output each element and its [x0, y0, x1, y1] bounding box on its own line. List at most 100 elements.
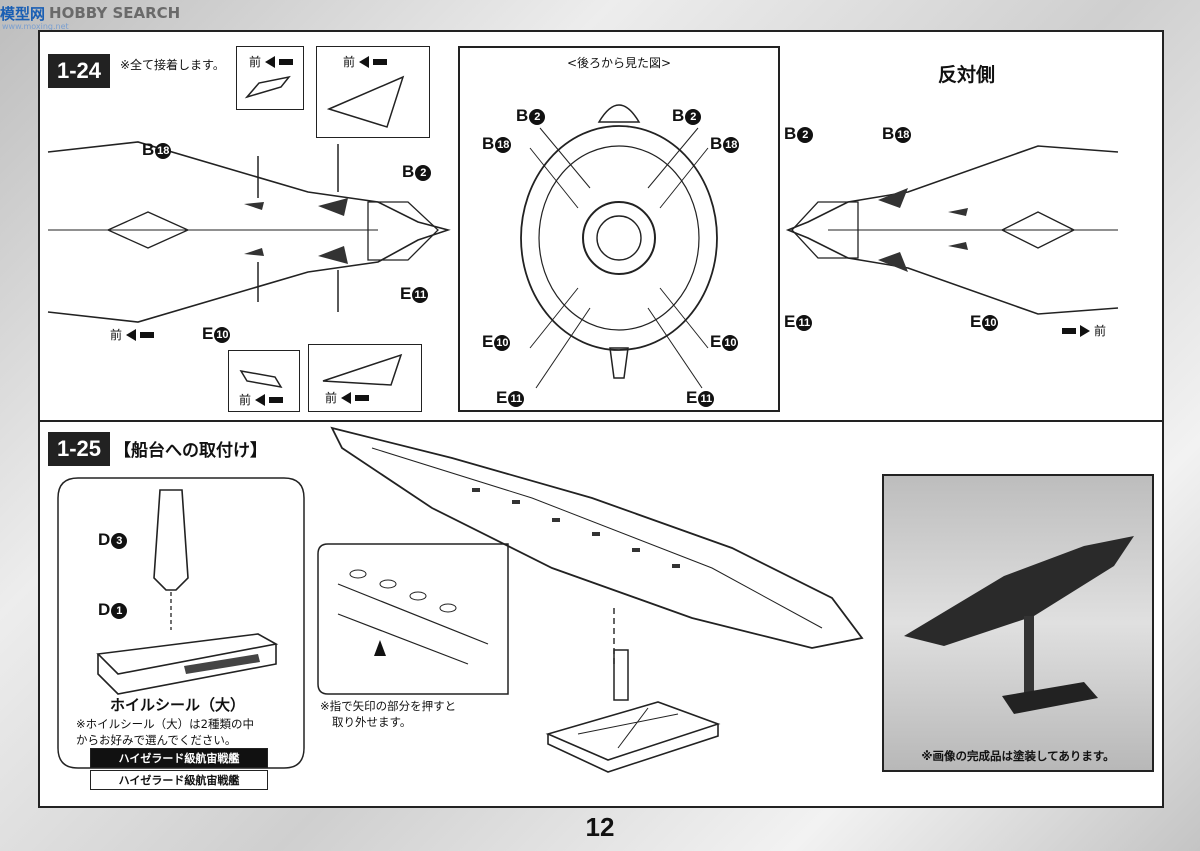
- foil-sticker-note-1: ※ホイルシール（大）は2種類の中: [76, 717, 254, 731]
- left-arrow-icon: [255, 393, 266, 406]
- left-arrow-icon: [359, 55, 370, 68]
- label-number: 11: [508, 390, 525, 407]
- step-badge-1-24: 1-24: [48, 54, 110, 88]
- label-letter: B: [672, 106, 685, 125]
- site-watermark: 模型网 HOBBY SEARCH www.moxing.net: [0, 0, 181, 31]
- callout-b2-top: 前: [316, 46, 430, 138]
- ship-side-view-left: [47, 141, 451, 323]
- label-letter: B: [402, 162, 415, 181]
- section-divider: [40, 420, 1162, 422]
- label-letter: E: [482, 332, 494, 351]
- right-arrow-icon: [1080, 324, 1090, 337]
- stand-base-drawing: [545, 649, 721, 773]
- forward-label: 前: [325, 391, 338, 405]
- label-letter: E: [784, 312, 796, 331]
- label-number: 11: [796, 314, 813, 331]
- label-number: 18: [895, 126, 912, 143]
- part-e10-sketch: [239, 369, 283, 389]
- ship-side-view-right: [785, 145, 1119, 315]
- label-letter: D: [98, 600, 111, 619]
- arrow-shaft: [140, 331, 155, 338]
- rear-view-title: <後ろから見た図>: [566, 56, 672, 70]
- forward-label: 前: [110, 328, 123, 342]
- label-letter: E: [496, 388, 508, 407]
- arrow-shaft: [269, 396, 284, 403]
- arrow-shaft: [355, 394, 370, 401]
- release-detail-panel: [317, 543, 509, 695]
- label-letter: B: [142, 140, 155, 159]
- forward-indicator-right: 前: [1062, 322, 1106, 339]
- label-letter: E: [202, 324, 214, 343]
- watermark-text: HOBBY SEARCH: [49, 4, 181, 22]
- label-number: 18: [495, 136, 512, 153]
- release-note-2: 取り外せます。: [332, 715, 412, 729]
- label-number: 10: [982, 314, 999, 331]
- forward-indicator-left: 前: [110, 326, 155, 343]
- label-letter: B: [516, 106, 529, 125]
- callout-e10-bottom: 前: [228, 350, 300, 412]
- step-title: 【船台への取付け】: [114, 441, 267, 461]
- forward-label: 前: [249, 55, 262, 69]
- arrow-shaft: [373, 58, 388, 65]
- forward-indicator: 前: [343, 53, 388, 70]
- forward-indicator: 前: [249, 53, 294, 70]
- forward-label: 前: [343, 55, 356, 69]
- forward-label: 前: [1094, 324, 1107, 338]
- foil-sticker-note-2: からお好みで選んでください。: [76, 733, 237, 747]
- ship-on-stand-drawing: [330, 426, 864, 666]
- watermark-logo: 模型网: [0, 4, 46, 23]
- label-number: 18: [723, 136, 740, 153]
- forward-label: 前: [239, 393, 252, 407]
- release-note-1: ※指で矢印の部分を押すと: [320, 699, 457, 713]
- step-badge-1-25: 1-25: [48, 432, 110, 466]
- label-letter: E: [686, 388, 698, 407]
- label-letter: E: [710, 332, 722, 351]
- arrow-shaft: [1062, 327, 1076, 334]
- glue-note: ※全て接着します。: [120, 58, 225, 72]
- label-letter: B: [784, 124, 797, 143]
- label-number: 2: [685, 108, 702, 125]
- sticker-option-light: ハイゼラード級航宙戦艦: [90, 770, 268, 790]
- ship-rear-view: [520, 104, 718, 389]
- opposite-side-title: 反対側: [938, 64, 996, 86]
- label-number: 3: [111, 532, 128, 549]
- forward-indicator: 前: [325, 389, 370, 406]
- label-letter: D: [98, 530, 111, 549]
- callout-b18-top: 前: [236, 46, 304, 110]
- label-number: 10: [214, 326, 231, 343]
- label-letter: B: [482, 134, 495, 153]
- model-photo-image: [904, 536, 1134, 714]
- foil-sticker-title: ホイルシール（大）: [110, 696, 246, 714]
- label-number: 2: [797, 126, 814, 143]
- callout-e11-bottom: 前: [308, 344, 422, 412]
- label-number: 10: [494, 334, 511, 351]
- photo-caption: ※画像の完成品は塗装してあります。: [921, 749, 1115, 763]
- stand-parts-panel: [57, 477, 305, 769]
- label-letter: B: [882, 124, 895, 143]
- arrow-shaft: [279, 58, 294, 65]
- label-number: 10: [722, 334, 739, 351]
- left-arrow-icon: [126, 328, 137, 341]
- forward-indicator: 前: [239, 391, 284, 408]
- part-e11-sketch: [322, 353, 403, 386]
- page-number: 12: [585, 812, 615, 842]
- label-number: 1: [111, 602, 128, 619]
